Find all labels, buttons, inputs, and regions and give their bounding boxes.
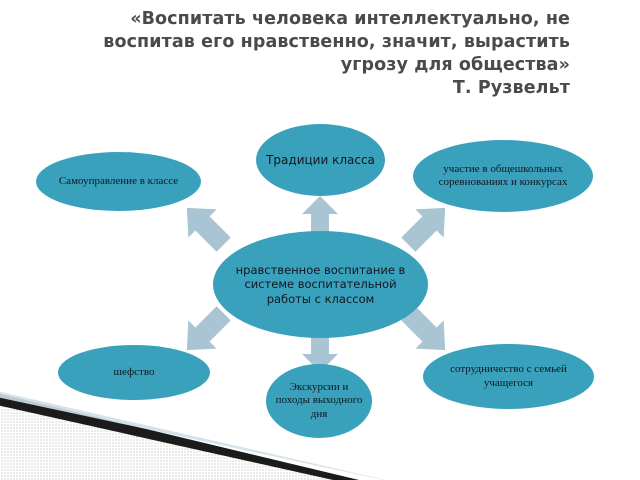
arrow-up-icon (297, 194, 343, 238)
title-line-3: угрозу для общества» (340, 55, 570, 75)
diagram-node-top-label: Традиции класса (266, 152, 375, 167)
diagram-node-center[interactable]: нравственное воспитание в системе воспит… (213, 231, 428, 338)
diagram-node-bottom[interactable]: Экскурсии и походы выходного дня (266, 364, 372, 438)
diagram-node-bottom-left[interactable]: шефство (58, 345, 210, 400)
slide-title: «Воспитать человека интеллектуально, не … (70, 8, 570, 100)
diagram-node-center-label: нравственное воспитание в системе воспит… (235, 262, 406, 306)
diagram-node-bottom-label: Экскурсии и походы выходного дня (275, 380, 363, 420)
diagram-node-top-left[interactable]: Самоуправление в классе (36, 152, 201, 211)
diagram-node-bottom-right-label: сотрудничество с семьей учащегося (450, 363, 567, 389)
title-author: Т. Рузвельт (452, 78, 570, 98)
arrow-down-icon (297, 330, 343, 374)
title-line-2: воспитав его нравственно, значит, выраст… (103, 32, 570, 52)
diagram-node-top-left-label: Самоуправление в классе (58, 174, 179, 187)
arrow-up-right-icon (398, 196, 454, 258)
title-line-1: «Воспитать человека интеллектуально, не (130, 9, 570, 29)
arrow-down-left-icon (178, 300, 234, 362)
diagram-node-top-right-label: участие в общешкольных соревнованиях и к… (438, 162, 568, 189)
diagram-node-top-right[interactable]: участие в общешкольных соревнованиях и к… (413, 140, 593, 212)
diagram-node-top[interactable]: Традиции класса (256, 124, 385, 196)
diagram-node-bottom-right[interactable]: сотрудничество с семьей учащегося (423, 344, 594, 409)
arrow-down-right-icon (398, 300, 454, 362)
diagram-node-bottom-left-label: шефство (113, 365, 155, 378)
arrow-up-left-icon (178, 196, 234, 258)
